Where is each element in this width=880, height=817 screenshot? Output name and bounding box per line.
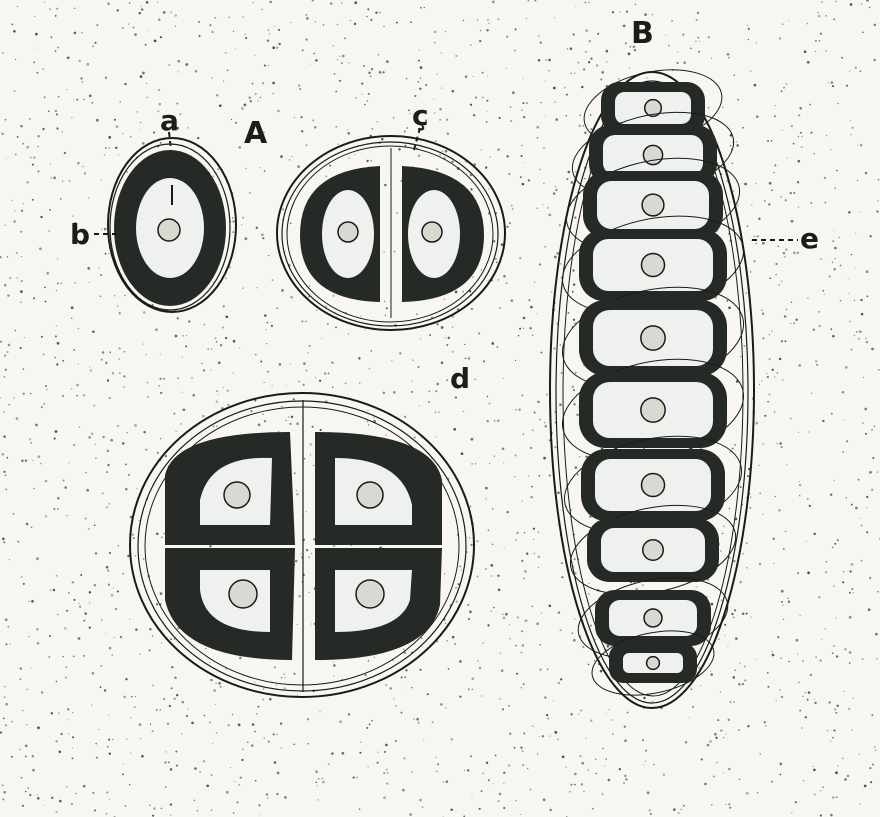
- filament-cell-nucleus: [641, 398, 665, 422]
- filament-cell-nucleus: [642, 194, 664, 216]
- filament-cell-nucleus: [641, 326, 665, 350]
- panel-label-A: A: [244, 116, 268, 151]
- part-label-b: b: [70, 218, 90, 251]
- filament-cell-nucleus: [641, 473, 664, 496]
- filament-cell-nucleus: [643, 540, 663, 560]
- cell-filament: [550, 58, 754, 708]
- panel-label-B: B: [631, 16, 654, 51]
- filament-cell-nucleus: [641, 253, 664, 276]
- two-cell-stage: [277, 136, 505, 330]
- part-label-c: ç: [412, 99, 429, 132]
- filament-cell-nucleus: [647, 657, 660, 670]
- four-cell-stage: [130, 393, 474, 697]
- part-label-d: d: [450, 362, 470, 395]
- single-cell: [108, 138, 236, 312]
- part-label-a: a: [160, 104, 179, 137]
- part-label-e: e: [800, 222, 819, 255]
- filament-cell-nucleus: [644, 609, 662, 627]
